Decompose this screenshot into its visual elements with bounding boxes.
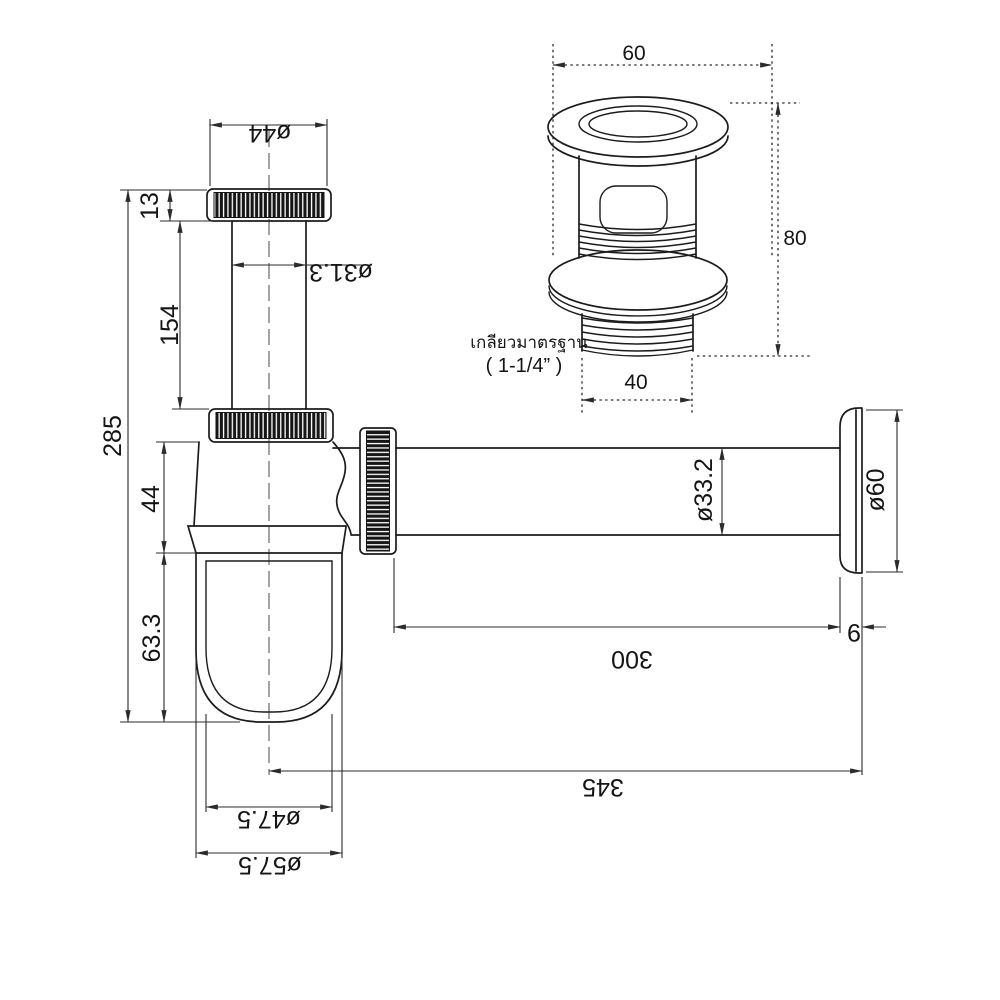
detail-extension-lines xyxy=(552,44,810,416)
pipe-union-knurl-band xyxy=(366,430,390,552)
label-overall-length: 345 xyxy=(582,773,624,801)
label-drain-top-diameter: 60 xyxy=(622,42,645,65)
drain-collar-ellipse xyxy=(548,249,728,311)
label-thread-note-thai: เกลียวมาตรฐาน xyxy=(470,333,588,353)
wall-flange xyxy=(839,407,863,574)
detail-labels: 60 80 40 เกลียวมาตรฐาน ( 1-1/4” ) xyxy=(470,42,806,394)
drain-flange-inner-ring xyxy=(578,105,698,143)
drain-overflow-hole xyxy=(599,185,668,234)
outlet-pipe-walls xyxy=(395,447,841,536)
drain-flange-hole-ring xyxy=(588,110,688,138)
cup-outer-wall xyxy=(195,552,343,723)
body-top-knurl-band xyxy=(215,412,327,439)
cup-inner-wall xyxy=(205,560,333,713)
main-view: ø44 ø31.3 13 154 285 44 63.3 ø47.5 ø57.5… xyxy=(99,119,903,879)
label-tube-diameter: ø31.3 xyxy=(309,258,373,286)
label-cap-diameter: ø44 xyxy=(248,119,291,147)
trap-geometry xyxy=(187,188,863,723)
drain-lower-threads xyxy=(581,317,694,357)
drain-collar-thickness-arcs xyxy=(548,285,728,323)
label-flange-gap: 9 xyxy=(847,618,861,646)
label-overall-height: 285 xyxy=(99,415,127,457)
body-left-wall xyxy=(193,441,200,527)
body-right-wall-port-curve xyxy=(332,441,352,535)
dimension-lines xyxy=(125,122,900,856)
label-drain-thread-diameter: 40 xyxy=(624,371,647,394)
label-cap-height: 13 xyxy=(136,192,164,220)
top-cap-knurl-band xyxy=(213,192,325,218)
drain-upper-threads xyxy=(578,223,697,261)
label-cup-height: 63.3 xyxy=(138,614,166,663)
port-stub-lines xyxy=(332,447,361,536)
drain-geometry xyxy=(547,96,729,357)
detail-view: 60 80 40 เกลียวมาตรฐาน ( 1-1/4” ) xyxy=(470,42,810,416)
label-pipe-diameter: ø33.2 xyxy=(690,458,718,522)
inlet-tube-walls xyxy=(231,220,307,410)
top-cap-nut xyxy=(206,188,332,222)
dimension-labels: ø44 ø31.3 13 154 285 44 63.3 ø47.5 ø57.5… xyxy=(99,119,890,879)
drain-flange-thickness-arc xyxy=(547,135,729,167)
detail-dimensions xyxy=(552,44,810,416)
body-top-nut xyxy=(208,408,334,443)
label-tube-length: 154 xyxy=(156,304,184,346)
label-cup-outer-diameter: ø57.5 xyxy=(238,851,302,879)
drain-flange-outer-ellipse xyxy=(547,96,729,158)
label-flange-diameter: ø60 xyxy=(862,468,890,511)
cup-rim-chamfers xyxy=(187,525,347,554)
label-body-height: 44 xyxy=(137,485,165,513)
label-drain-height: 80 xyxy=(783,227,806,250)
extension-lines xyxy=(120,119,903,858)
label-cup-inner-diameter: ø47.5 xyxy=(237,805,301,833)
label-pipe-length: 300 xyxy=(611,645,653,673)
drain-body-walls xyxy=(578,155,697,259)
pipe-union-nut xyxy=(359,427,397,555)
label-thread-note-size: ( 1-1/4” ) xyxy=(486,355,563,377)
